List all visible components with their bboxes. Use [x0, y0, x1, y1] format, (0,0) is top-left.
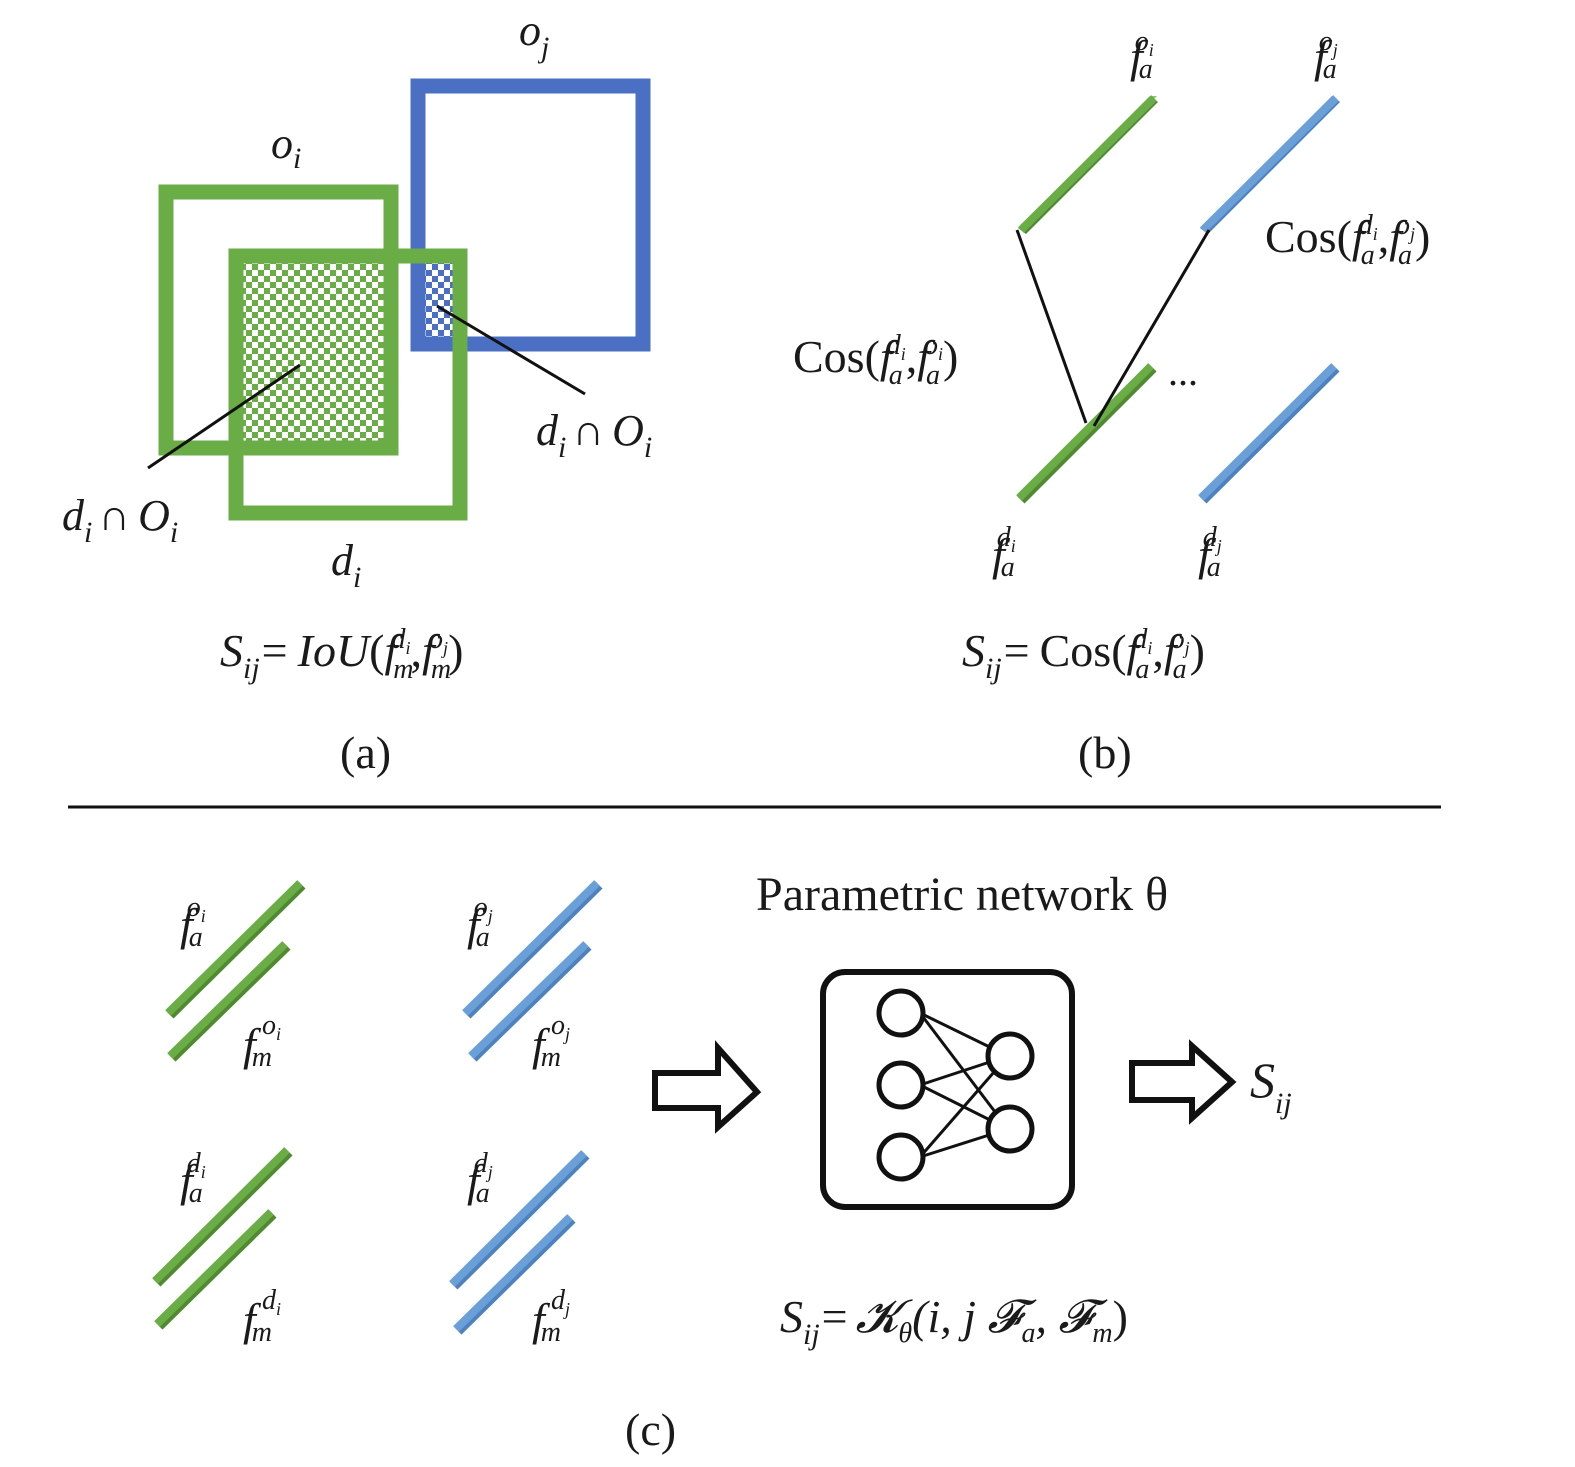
- neural-network-icon: [876, 988, 1035, 1182]
- label-c-fm-di: fmdi: [243, 1285, 281, 1348]
- panel-b: ... faoi faoj fadi fadj Cos(fadi,faoi) C…: [793, 26, 1430, 778]
- label-c-fm-oi: fmoi: [243, 1010, 281, 1073]
- label-intersection-2: di∩Oi: [536, 406, 652, 464]
- label-c-fa-dj: fadj: [467, 1148, 493, 1209]
- cos-line-right: [1092, 229, 1211, 427]
- bar-c-oj-m: [468, 941, 592, 1062]
- panel-c: faoi fmoi faoj fmoj fadi fmdi fadj fmdj …: [152, 868, 1292, 1455]
- intersection-fill-blue: [423, 263, 457, 343]
- bar-c-dj-m: [453, 1214, 576, 1335]
- output-sij: Sij: [1250, 1052, 1292, 1120]
- formula-b: Sij=Cos(fadi,faoj): [962, 624, 1205, 685]
- box-di: [228, 248, 468, 521]
- intersection-fill-green: [243, 263, 388, 445]
- arrow-right-2-icon: [1129, 1039, 1237, 1125]
- label-c-fm-oj: fmoj: [532, 1010, 570, 1073]
- label-di: di: [331, 536, 361, 594]
- leader-line-1: [147, 363, 301, 470]
- bar-b-oj: [1200, 95, 1340, 234]
- leader-line-2: [436, 304, 586, 396]
- arrow-right-1-icon: [652, 1040, 762, 1134]
- label-c-fm-dj: fmdj: [532, 1285, 570, 1348]
- network-box: [820, 969, 1075, 1210]
- box-oi: [158, 184, 399, 456]
- label-intersection-1: di∩Oi: [62, 491, 178, 549]
- bar-b-di: [1016, 363, 1157, 504]
- bar-c-oj-a: [462, 880, 603, 1019]
- bar-c-di-m: [154, 1209, 277, 1330]
- formula-c: Sij=𝓚θ(i, j 𝓕a, 𝓕m): [780, 1291, 1128, 1351]
- caption-a: (a): [340, 727, 391, 778]
- label-c-fa-oi: faoi: [180, 892, 206, 953]
- label-oj: oj: [519, 6, 549, 64]
- panel-a: oi oj di di∩Oi di∩Oi Sij=IoU(fmdi,fmoj) …: [62, 6, 652, 778]
- label-oi: oi: [271, 119, 301, 175]
- bar-c-dj-a: [449, 1150, 590, 1290]
- box-oj: [410, 78, 651, 352]
- bar-c-oi-m: [167, 941, 291, 1062]
- label-c-fa-di: fadi: [180, 1148, 206, 1209]
- caption-b: (b): [1078, 727, 1132, 778]
- caption-c: (c): [625, 1404, 676, 1455]
- cos-line-left: [1015, 229, 1088, 424]
- ellipsis: ...: [1168, 349, 1198, 394]
- cos-label-right: Cos(fadi,faoj): [1265, 210, 1430, 271]
- label-fa-oi: faoi: [1130, 26, 1154, 85]
- cos-label-left: Cos(fadi,faoi): [793, 330, 958, 391]
- label-c-fa-oj: faoj: [467, 892, 493, 953]
- label-fa-oj: faoj: [1314, 26, 1338, 85]
- formula-a: Sij=IoU(fmdi,fmoj): [220, 624, 463, 685]
- bar-c-di-a: [152, 1147, 293, 1287]
- label-fa-dj: fadj: [1198, 522, 1222, 583]
- bar-b-oi: [1018, 95, 1158, 234]
- network-title: Parametric network θ: [756, 868, 1168, 921]
- label-fa-di: fadi: [992, 522, 1016, 583]
- bar-b-dj: [1198, 363, 1340, 504]
- bar-c-oi-a: [165, 880, 306, 1019]
